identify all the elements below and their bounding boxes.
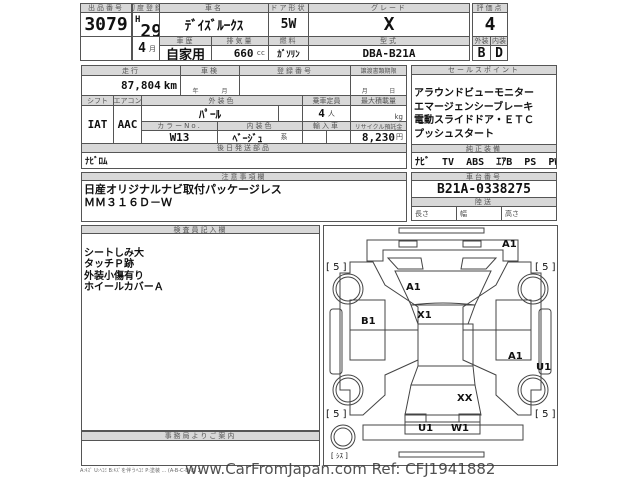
damage-bumper-w1: W1 [451,423,469,434]
fuel: ｶﾞｿﾘﾝ [268,45,309,61]
person-unit: 人 [327,109,335,118]
exterior-score: B [472,45,491,61]
lot-no: 3079 [80,12,132,37]
cc-unit: cc [256,49,265,57]
tire-front-left: [ 5 ] [326,262,347,273]
inspection-year-unit: 年 [192,88,199,95]
car-name: ﾃﾞｲｽﾞﾙｰｸｽ [159,12,269,37]
car-outline-icon [329,227,552,458]
note-line: ＭＭ３１６Ｄ－Ｗ [84,196,172,209]
inspector-note: ホイールカバーＡ [84,282,164,293]
inspection: 年月 [180,75,240,96]
inspector-box [81,233,320,431]
sales-point: プッシュスタート [414,128,494,140]
chassis-number: B21A-0338275 [411,180,557,198]
tire-rear-right: [ 5 ] [535,409,556,420]
import-a [302,130,327,144]
color-no: W13 [141,130,218,144]
int-color-value: ﾍﾞｰｼﾞｭ [232,133,263,144]
spare-tire: [ ｼｽ ] [331,452,348,460]
door: 5W [268,12,309,37]
office-box [81,440,320,466]
damage-bumper-u1: U1 [418,423,434,434]
grade: X [308,12,470,37]
month-unit: 月 [149,44,156,53]
damage-right-door: A1 [508,351,523,362]
int-color: ﾍﾞｰｼﾞｭ 系 [217,130,303,144]
sales-points: アラウンドビューモニター エマージェンシーブレーキ 電動スライドドア・ＥＴＣ プ… [411,74,557,145]
damage-left-door: B1 [361,316,376,327]
tire-front-right: [ 5 ] [535,262,556,273]
notes-box [81,180,407,222]
inspector-note: タッチＰ跡 [84,259,134,270]
displacement-value: 660 [233,46,254,60]
lot-empty [80,36,132,61]
note-line: 日産オリジナルナビ取付パッケージレス [84,183,282,196]
damage-rear: XX [457,393,473,404]
damage-windshield: A1 [406,282,421,293]
interior-score: D [490,45,508,61]
first-reg-year: H29年 [132,12,160,37]
kei-unit: 系 [280,133,288,141]
inspector-note: 外装小傷有り [84,270,144,282]
width: 幅 [456,206,502,221]
inspector-notes: シートしみ大タッチＰ跡外装小傷有りホイールカバーＡ [84,236,164,294]
import-b [326,130,351,144]
era: H [135,15,141,25]
damage-diagram [323,225,558,466]
yen-unit: 円 [396,133,403,141]
year: 29 [140,21,160,37]
inspector-note: シートしみ大 [84,247,144,259]
ext-color-extra [278,105,303,122]
capacity-value: 4 [318,107,325,120]
damage-right-sill: U1 [536,362,552,373]
equipment: ﾅﾋﾞ TV ABS ｴｱB PS PW [411,152,557,169]
ext-color: ﾊﾟｰﾙ [141,105,279,122]
damage-roof: X1 [417,310,432,321]
sales-point: 電動スライドドア・ＥＴＣ [414,115,534,126]
shift: IAT [81,105,114,144]
watermark: www.CarFromJapan.com Ref: CFJ1941882 [185,460,496,478]
max-load: kg [350,105,407,122]
mileage-value: 87,804 [121,79,161,92]
transfer-day-unit: 日 [389,88,396,95]
transfer-month-unit: 月 [361,88,368,95]
sales-point: アラウンドビューモニター [414,88,534,99]
score: 4 [472,12,508,37]
length: 長さ [411,206,457,221]
month: 4 [138,41,146,56]
inspection-month-unit: 月 [221,88,228,95]
transfer: 月日 [350,75,407,96]
sales-point: エマージェンシーブレーキ [414,101,534,113]
recycle-value: 8,230 [361,130,395,144]
later-parts: ﾅﾋﾞﾛﾑ [81,152,407,169]
aircon: AAC [113,105,142,144]
model: DBA-B21A [308,45,470,61]
legend: A:ｷｽﾞ U:ﾍｺﾐ B:ｷｽﾞを伴うﾍｺﾐ P:塗装 ... (A-B-C-… [80,468,201,474]
height: 高さ [501,206,557,221]
tire-rear-left: [ 5 ] [326,409,347,420]
km-unit: km [163,79,177,92]
history: 自家用 [159,45,212,61]
reg-no [239,75,351,96]
damage-top-a1: A1 [502,239,517,250]
